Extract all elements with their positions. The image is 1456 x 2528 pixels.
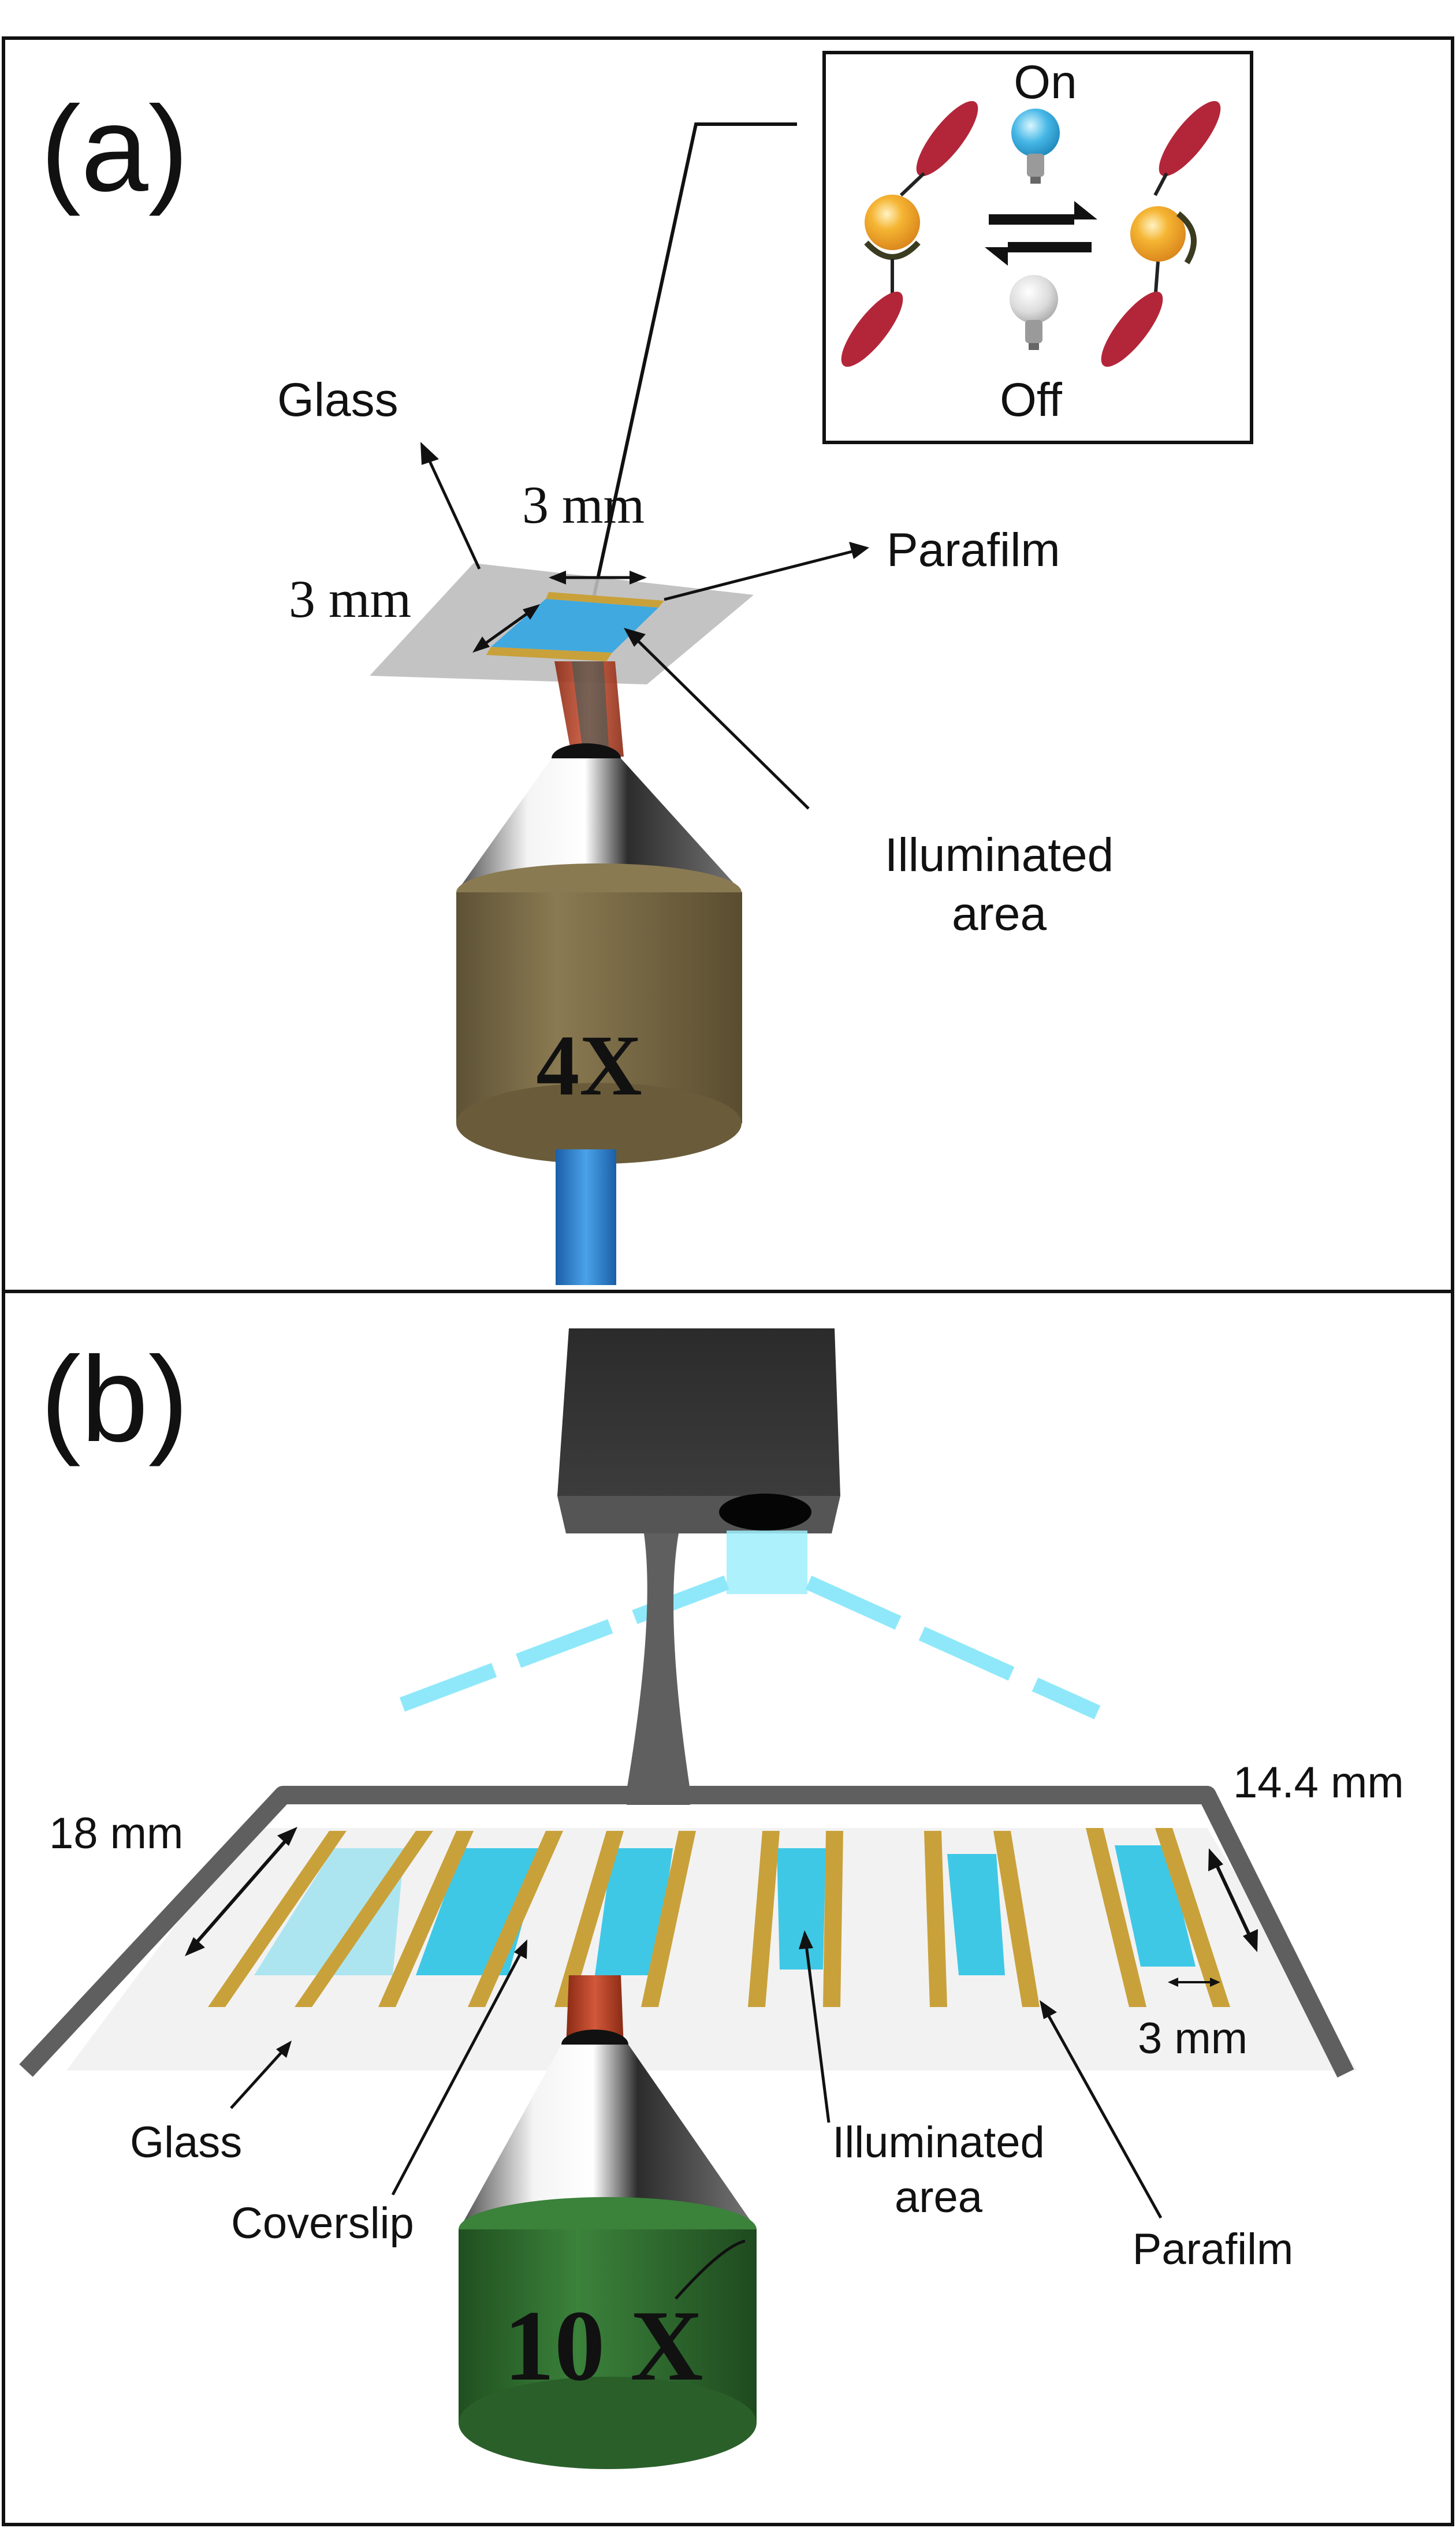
panel-a: (a) On Off bbox=[2, 36, 1454, 1293]
parafilm-label-a: Parafilm bbox=[887, 524, 1060, 576]
illuminated-label-a-line1: Illuminated bbox=[885, 829, 1114, 881]
inset-callout-line bbox=[584, 122, 797, 633]
parafilm-label-b: Parafilm bbox=[1133, 2225, 1294, 2274]
illuminated-label-b-line2: area bbox=[895, 2173, 983, 2222]
channel-1 bbox=[254, 1848, 404, 1975]
inset-off-label: Off bbox=[1000, 374, 1062, 426]
panel-a-letter: (a) bbox=[40, 81, 189, 217]
illuminated-label-a-line2: area bbox=[952, 888, 1047, 940]
excitation-beam-b bbox=[566, 1975, 624, 2047]
glass-label-a: Glass bbox=[277, 374, 399, 426]
objective-a-label: 4X bbox=[536, 1018, 642, 1114]
channel-6 bbox=[1115, 1845, 1196, 1967]
stage-frame bbox=[19, 1786, 1354, 2078]
sample-channels bbox=[254, 1845, 1196, 1975]
molecule-right-icon bbox=[1101, 100, 1221, 367]
objective-4x: 4X bbox=[456, 743, 742, 1164]
coverslip-label: Coverslip bbox=[231, 2199, 414, 2248]
dim-b-small-label: 3 mm bbox=[1138, 2014, 1248, 2063]
parafilm-strips bbox=[208, 1828, 1230, 2007]
channel-5 bbox=[947, 1854, 1005, 1975]
stand-post bbox=[627, 1533, 690, 1805]
panel-b-letter: (b) bbox=[40, 1331, 189, 1467]
inset-switch-diagram: On Off bbox=[822, 51, 1253, 444]
light-guide-tube bbox=[556, 1149, 616, 1285]
equilibrium-arrows-icon bbox=[985, 201, 1097, 266]
dim-b-right-label: 14.4 mm bbox=[1233, 1758, 1404, 1807]
molecule-left-icon bbox=[841, 100, 978, 367]
parafilm-strip-bottom bbox=[486, 647, 612, 661]
dim-b-left-label: 18 mm bbox=[49, 1809, 183, 1858]
dim-b-left-arrow bbox=[189, 1833, 293, 1950]
light-bulb-off-icon bbox=[1010, 275, 1058, 350]
inset-on-label: On bbox=[1014, 56, 1077, 109]
panel-b: (b) bbox=[2, 1290, 1454, 2526]
channel-4 bbox=[777, 1848, 826, 1969]
channel-3 bbox=[595, 1848, 673, 1975]
illuminated-label-b-line1: Illuminated bbox=[832, 2118, 1045, 2167]
light-bulb-on-icon bbox=[1011, 109, 1060, 184]
dim-a-top-label: 3 mm bbox=[522, 475, 645, 534]
objective-10x: 10 X bbox=[459, 2030, 757, 2469]
parafilm-strip-top bbox=[546, 592, 664, 608]
light-source-box bbox=[557, 1328, 840, 1594]
glass-label-b: Glass bbox=[130, 2118, 242, 2167]
dim-b-right-arrow bbox=[1211, 1856, 1255, 1945]
beam-core bbox=[572, 661, 609, 757]
dim-a-left-label: 3 mm bbox=[289, 569, 411, 628]
objective-b-label: 10 X bbox=[504, 2289, 703, 2402]
